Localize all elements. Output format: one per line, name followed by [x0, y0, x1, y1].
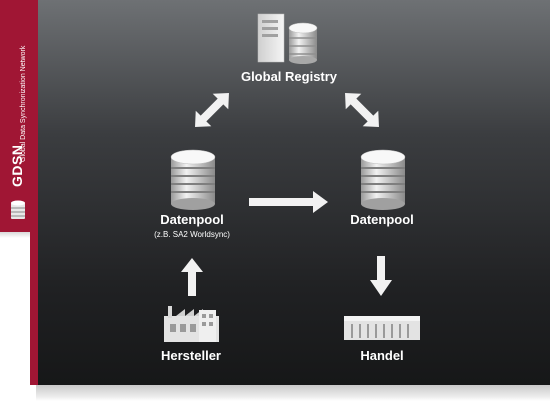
double-arrow-left	[195, 93, 229, 127]
factory-icon	[164, 306, 219, 342]
gdsn-tab	[0, 0, 38, 232]
database-icon-left	[170, 149, 216, 210]
arrow-up-manufacturer	[181, 258, 203, 296]
tab-shadow	[0, 232, 30, 238]
arrows	[181, 93, 392, 296]
datenpool-left-sublabel: (z.B. SA2 Worldsync)	[154, 230, 230, 239]
handel-label: Handel	[360, 348, 404, 363]
datenpool-left-label: Datenpool	[160, 212, 224, 227]
hersteller-label: Hersteller	[161, 348, 221, 363]
datenpool-right-label: Datenpool	[350, 212, 414, 227]
arrow-pool-to-pool	[249, 191, 328, 213]
double-arrow-right	[345, 93, 379, 127]
sidebar-database-icon	[11, 200, 25, 219]
diagram-panel	[30, 0, 550, 385]
global-registry-label: Global Registry	[240, 69, 338, 84]
server-database-icon	[257, 13, 318, 64]
database-icon-right	[360, 149, 406, 210]
arrow-down-retail	[370, 256, 392, 296]
warehouse-icon	[344, 316, 420, 340]
panel-shadow	[36, 385, 550, 401]
